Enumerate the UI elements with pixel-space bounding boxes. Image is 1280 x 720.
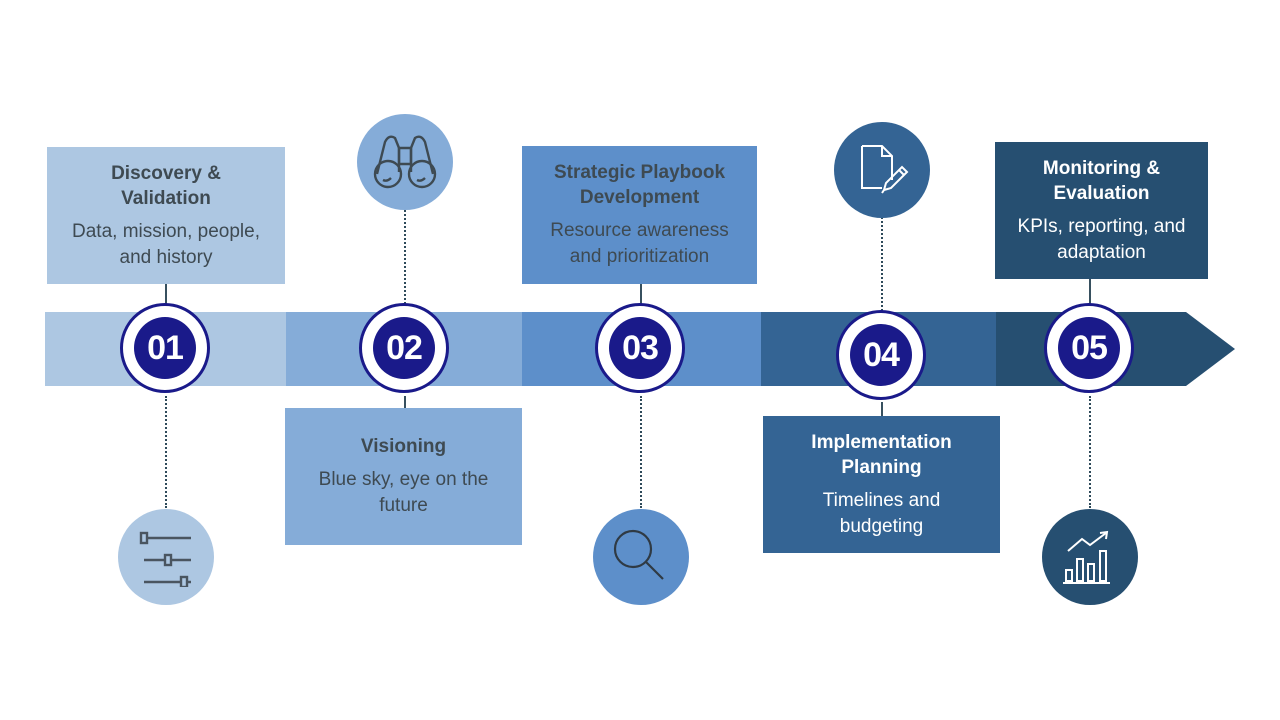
timeline-arrowhead	[1186, 312, 1235, 386]
step-number: 03	[609, 317, 671, 379]
step-card-3: Strategic Playbook Development Resource …	[522, 146, 757, 284]
step-number-node-4: 04	[836, 310, 926, 400]
step-number-node-2: 02	[359, 303, 449, 393]
connector-3-top	[640, 283, 642, 305]
step-description: KPIs, reporting, and adaptation	[1017, 215, 1186, 263]
step-description: Resource awareness and prioritization	[550, 220, 729, 267]
icon-circle-3	[593, 509, 689, 605]
connector-4-top	[881, 217, 883, 311]
step-number: 01	[134, 317, 196, 379]
step-title: Monitoring & Evaluation	[1042, 157, 1161, 204]
icon-circle-1	[118, 509, 214, 605]
connector-2-bottom	[404, 396, 406, 408]
icon-circle-5	[1042, 509, 1138, 605]
step-number-node-1: 01	[120, 303, 210, 393]
connector-4-bottom	[881, 402, 883, 416]
step-description: Data, mission, people, and history	[72, 220, 260, 268]
step-number-node-5: 05	[1044, 303, 1134, 393]
step-card-2: Visioning Blue sky, eye on the future	[285, 408, 522, 545]
binoculars-icon	[373, 135, 437, 189]
connector-3-bottom	[640, 396, 642, 508]
step-description: Blue sky, eye on the future	[318, 469, 489, 516]
step-title: Discovery & Validation	[111, 162, 221, 209]
step-title: Implementation Planning	[811, 431, 952, 478]
connector-2-top	[404, 210, 406, 304]
step-title: Visioning	[360, 436, 447, 457]
sliders-icon	[139, 531, 191, 587]
step-number: 04	[850, 324, 912, 386]
step-number: 02	[373, 317, 435, 379]
connector-1-top	[165, 283, 167, 305]
icon-circle-4	[834, 122, 930, 218]
step-title: Strategic Playbook Development	[553, 162, 726, 208]
step-card-5: Monitoring & Evaluation KPIs, reporting,…	[995, 142, 1208, 279]
connector-5-top	[1089, 278, 1091, 304]
step-number-node-3: 03	[595, 303, 685, 393]
connector-5-bottom	[1089, 396, 1091, 508]
growth-chart-icon	[1063, 530, 1110, 584]
step-card-1: Discovery & Validation Data, mission, pe…	[47, 147, 285, 284]
step-number: 05	[1058, 317, 1120, 379]
step-card-4: Implementation Planning Timelines and bu…	[763, 416, 1000, 553]
step-description: Timelines and budgeting	[822, 489, 941, 537]
magnifier-icon	[613, 529, 664, 580]
icon-circle-2	[357, 114, 453, 210]
connector-1-bottom	[165, 396, 167, 508]
document-edit-icon	[861, 145, 909, 194]
